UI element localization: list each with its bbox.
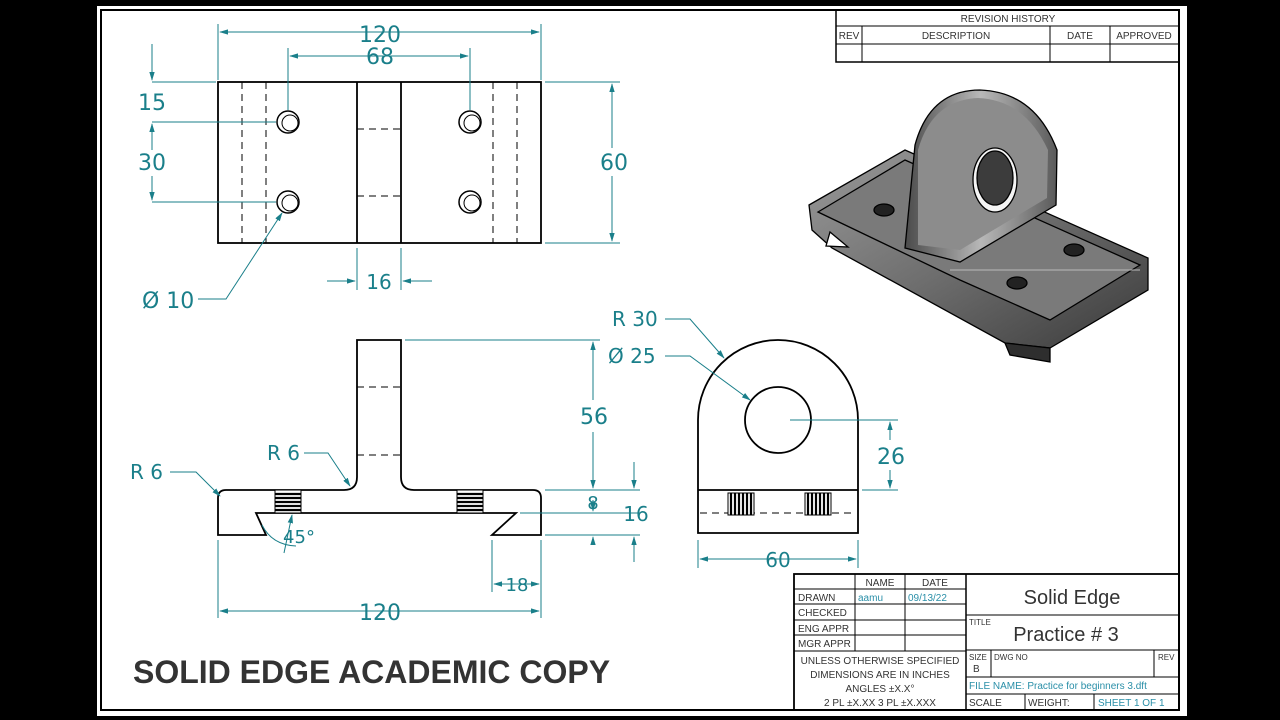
tb-mgr-appr-label: MGR APPR (798, 639, 851, 650)
dim-hole-spacing-y: 30 (138, 151, 166, 176)
tb-dwg-no-label: DWG NO (994, 653, 1028, 662)
dim-bore-height: 26 (877, 445, 905, 470)
side-view (697, 339, 859, 534)
tb-title: Practice # 3 (1013, 624, 1119, 646)
dim-fillet-left: R 6 (130, 460, 163, 484)
side-thread-right (804, 492, 832, 516)
rev-col-date: DATE (1067, 31, 1093, 42)
dim-notch-width: 18 (506, 575, 529, 596)
dim-top-width: 120 (359, 23, 401, 48)
tb-note-2: DIMENSIONS ARE IN INCHES (810, 670, 950, 681)
front-view-dimensions (170, 339, 640, 618)
rev-col-rev: REV (839, 31, 860, 42)
side-view-dimensions (665, 318, 898, 568)
title-block (793, 573, 1180, 711)
tb-date-header: DATE (922, 578, 948, 589)
tb-rev-label: REV (1158, 653, 1175, 662)
sheet-border (100, 9, 1180, 711)
dim-edge-offset: 15 (138, 91, 166, 116)
tb-sheet: SHEET 1 OF 1 (1098, 698, 1165, 709)
thread-left (274, 489, 302, 514)
technical-drawing: SOLID EDGE ACADEMIC COPY (100, 9, 1180, 711)
tb-title-label: TITLE (969, 618, 991, 627)
tb-note-1: UNLESS OTHERWISE SPECIFIED (801, 656, 960, 667)
dim-base-height: 16 (623, 502, 648, 526)
dim-front-width: 120 (359, 601, 401, 626)
dim-chamfer-angle: 45° (283, 527, 315, 548)
tb-size-label: SIZE (969, 653, 987, 662)
front-view (217, 339, 542, 536)
tb-note-4: 2 PL ±X.XX 3 PL ±X.XXX (824, 698, 936, 709)
rev-col-approved: APPROVED (1116, 31, 1172, 42)
dim-side-width: 60 (765, 548, 790, 572)
tb-eng-appr-label: ENG APPR (798, 624, 849, 635)
top-view-dimensions (149, 24, 620, 300)
watermark: SOLID EDGE ACADEMIC COPY (133, 654, 610, 690)
thread-right (456, 489, 484, 514)
tb-scale-label: SCALE (969, 698, 1002, 709)
dim-bore-diameter: Ø 25 (608, 344, 656, 368)
tb-checked-label: CHECKED (798, 608, 847, 619)
dim-fillet-center: R 6 (267, 441, 300, 465)
dim-outer-radius: R 30 (612, 307, 658, 331)
side-thread-left (727, 492, 755, 516)
hole-group (276, 110, 482, 214)
dim-hole-diameter: Ø 10 (142, 289, 194, 314)
revision-block (835, 9, 1180, 63)
tb-company: Solid Edge (1024, 587, 1121, 609)
tb-drawn-label: DRAWN (798, 593, 835, 604)
drawing-sheet: SOLID EDGE ACADEMIC COPY (97, 6, 1187, 716)
tb-file-name: FILE NAME: Practice for beginners 3.dft (969, 681, 1147, 692)
tb-note-3: ANGLES ±X.X° (846, 684, 915, 695)
isometric-view (808, 89, 1149, 363)
tb-drawn-name: aamu (858, 593, 883, 604)
tb-name-header: NAME (866, 578, 895, 589)
tb-weight-label: WEIGHT: (1028, 698, 1070, 709)
dim-base-thickness: 8 (587, 493, 598, 514)
top-view (217, 81, 542, 244)
dim-top-height: 60 (600, 151, 628, 176)
tb-drawn-date: 09/13/22 (908, 593, 947, 604)
dim-upright-height: 56 (580, 405, 608, 430)
dim-slot-width: 16 (366, 270, 391, 294)
revision-title: REVISION HISTORY (961, 14, 1056, 25)
tb-size: B (973, 664, 980, 675)
dim-hole-spacing-x: 68 (366, 45, 394, 70)
rev-col-description: DESCRIPTION (922, 31, 990, 42)
